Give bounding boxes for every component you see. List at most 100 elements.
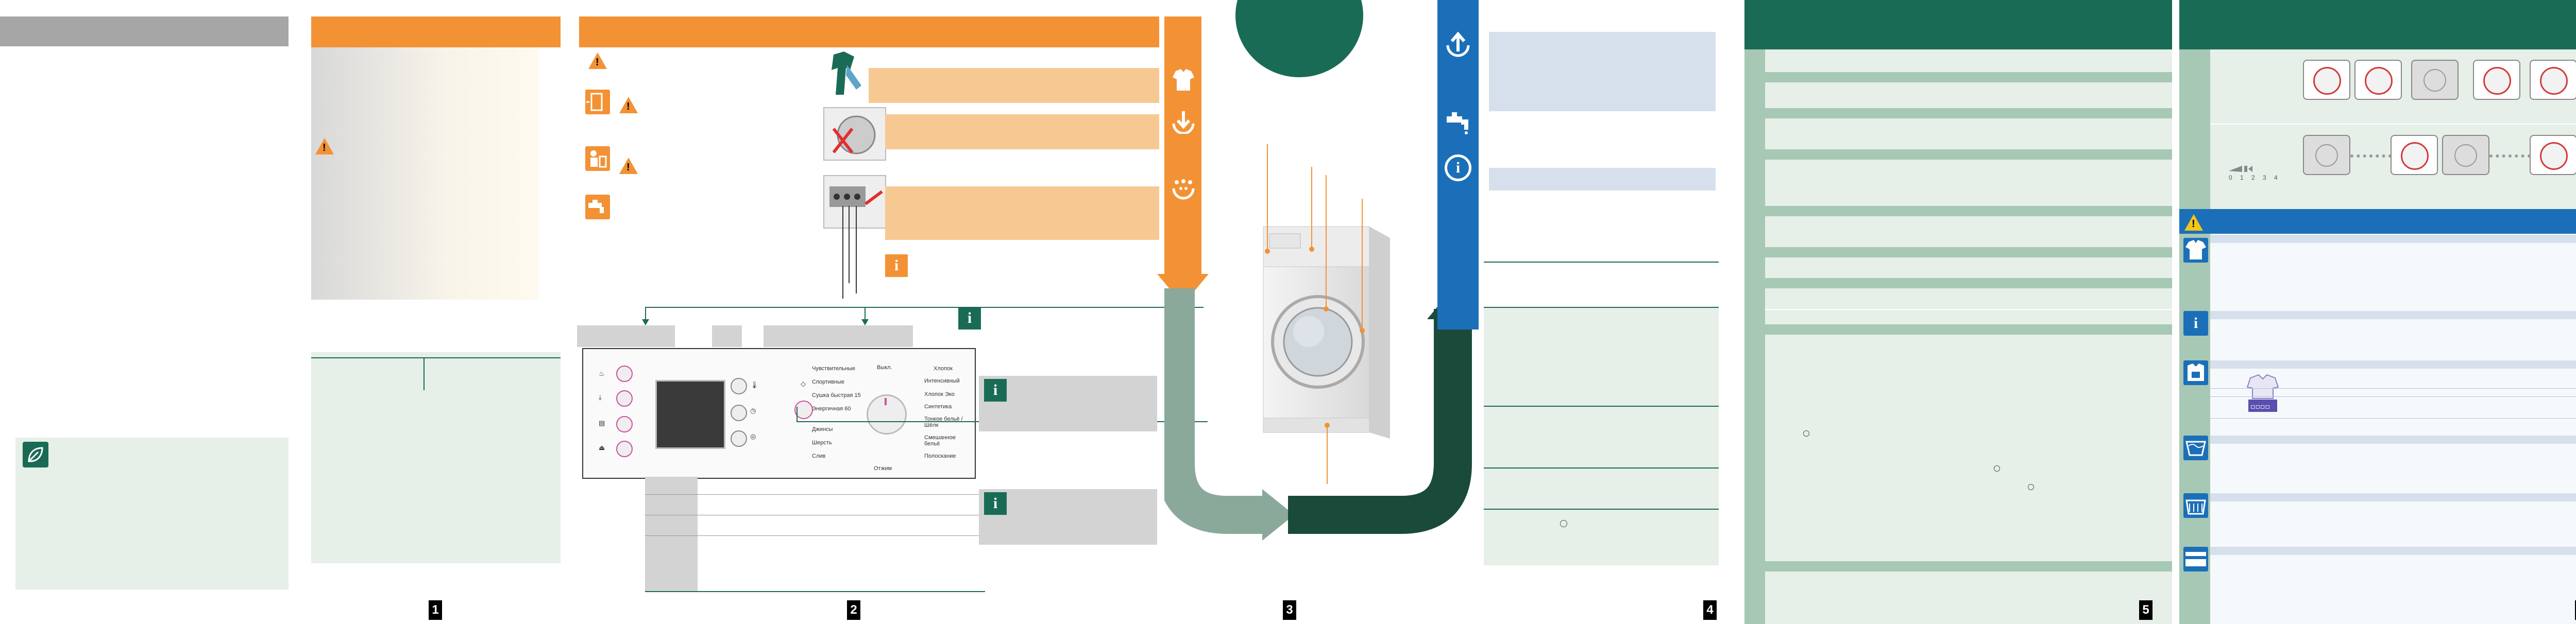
temperature-button[interactable] bbox=[731, 378, 747, 394]
info-icon: i bbox=[984, 492, 1007, 515]
step-knob bbox=[2313, 67, 2341, 95]
info-icon: i bbox=[1445, 154, 1471, 181]
load-arrow-icon bbox=[1171, 108, 1196, 135]
flow-arrow-gray bbox=[1157, 288, 1298, 561]
step-knob bbox=[2483, 67, 2511, 95]
section-bar bbox=[1765, 72, 2172, 82]
blue-note-box-2 bbox=[1489, 168, 1716, 190]
info-icon: i bbox=[958, 307, 981, 330]
circled-number bbox=[1560, 520, 1567, 527]
drum-check-row bbox=[885, 114, 1159, 149]
step-knob bbox=[2454, 144, 2477, 167]
section-bar bbox=[2210, 493, 2576, 501]
orange-header-bar bbox=[311, 16, 561, 47]
dotted-arrow bbox=[2350, 154, 2392, 161]
speed-scale: 0 1 2 3 4 bbox=[2229, 174, 2281, 181]
detergent-row bbox=[885, 186, 1159, 240]
eco-leaf-icon bbox=[23, 442, 48, 467]
page-number: 2 bbox=[847, 600, 860, 620]
marker-line-vertical bbox=[796, 407, 798, 422]
bottom-divider bbox=[645, 591, 985, 592]
circled-number bbox=[1994, 465, 2000, 472]
upload-arrow-icon bbox=[1445, 31, 1471, 58]
step-knob bbox=[2315, 144, 2338, 167]
step-knob bbox=[2540, 142, 2568, 170]
divider-line bbox=[311, 357, 561, 358]
flow-arrow-orange bbox=[1157, 16, 1209, 305]
water-tap-icon bbox=[585, 195, 610, 219]
spin-button[interactable] bbox=[731, 430, 747, 447]
washing-symbol-icon bbox=[2183, 436, 2208, 460]
page-1b: 1 bbox=[311, 0, 562, 624]
panel-label-bar-1 bbox=[577, 325, 675, 347]
eco-note-box bbox=[15, 438, 289, 590]
panel-caption-column bbox=[645, 477, 698, 592]
drum-check-illustration bbox=[823, 107, 886, 161]
rinse-icon: ⤓ bbox=[599, 393, 602, 401]
program-label-bottom: Отжим bbox=[874, 465, 892, 472]
start-icon: ◇ bbox=[801, 380, 806, 388]
page-6-left-band bbox=[2179, 49, 2210, 209]
page-3: 3 bbox=[1157, 0, 1468, 624]
panel-label-bar-3 bbox=[764, 325, 913, 347]
time-button[interactable] bbox=[731, 405, 747, 421]
program-selector-knob[interactable] bbox=[867, 394, 907, 435]
panel-divider bbox=[2210, 124, 2576, 125]
row-line bbox=[2210, 418, 2576, 419]
step-4 bbox=[2473, 60, 2520, 100]
row-line bbox=[1765, 309, 2172, 310]
warning-triangle-icon bbox=[588, 53, 607, 69]
page-2-header-bar bbox=[579, 16, 1159, 47]
intensive-icon: ▤ bbox=[599, 419, 605, 427]
program-right-1: Интенсивный bbox=[924, 378, 960, 384]
divider-line bbox=[1484, 406, 1719, 407]
divider-line bbox=[1484, 509, 1719, 510]
step-6 bbox=[2303, 135, 2350, 175]
step-knob bbox=[2401, 142, 2429, 170]
option-button-2[interactable] bbox=[616, 390, 633, 407]
drain-icon: ⏏ bbox=[599, 444, 605, 452]
info-icon: i bbox=[885, 254, 908, 277]
page-number: 5 bbox=[2139, 600, 2153, 620]
shirt-icon bbox=[1171, 67, 1196, 93]
panel-label-bar-2 bbox=[712, 325, 742, 347]
program-right-2: Хлопок Эко bbox=[924, 391, 955, 397]
program-right-6: Полоскание bbox=[924, 453, 956, 459]
info-callout-2 bbox=[979, 489, 1157, 545]
program-left-3: Энергичная 60 bbox=[812, 406, 851, 412]
warning-triangle-icon bbox=[619, 158, 638, 174]
section-bar bbox=[1765, 561, 2172, 571]
caption-lines bbox=[645, 494, 985, 592]
start-pause-button[interactable] bbox=[794, 401, 813, 419]
option-button-4[interactable] bbox=[616, 441, 633, 457]
prewash-icon: ♨ bbox=[599, 370, 605, 377]
option-button-3[interactable] bbox=[616, 416, 633, 432]
step-5 bbox=[2530, 60, 2576, 100]
step-row-2 bbox=[2303, 130, 2576, 192]
step-9 bbox=[2530, 135, 2576, 175]
dotted-arrow bbox=[2489, 154, 2531, 161]
circled-number bbox=[2028, 484, 2034, 490]
program-right-0: Хлопок bbox=[934, 366, 953, 372]
page-number: 4 bbox=[1703, 600, 1717, 620]
section-bar bbox=[2210, 360, 2576, 369]
blue-warning-band bbox=[2179, 209, 2576, 234]
green-dome bbox=[1235, 0, 1363, 77]
clothes-illustration bbox=[823, 49, 867, 97]
page-5-left-band bbox=[1744, 49, 1765, 624]
display-screen bbox=[655, 380, 725, 449]
step-3 bbox=[2411, 60, 2459, 100]
blue-note-box-1 bbox=[1489, 32, 1716, 111]
section-bar bbox=[1765, 278, 2172, 288]
knob-marker bbox=[885, 398, 887, 405]
info-panel-lower bbox=[311, 352, 561, 563]
connector-line bbox=[645, 307, 1204, 308]
section-bar bbox=[1765, 108, 2172, 118]
page-number: 6 bbox=[2575, 600, 2576, 620]
circled-number bbox=[1803, 430, 1809, 437]
option-button-1[interactable] bbox=[616, 366, 633, 382]
page-1 bbox=[0, 0, 299, 624]
page-6-header bbox=[2179, 0, 2576, 49]
step-knob bbox=[2540, 67, 2568, 95]
step-knob bbox=[2365, 67, 2393, 95]
